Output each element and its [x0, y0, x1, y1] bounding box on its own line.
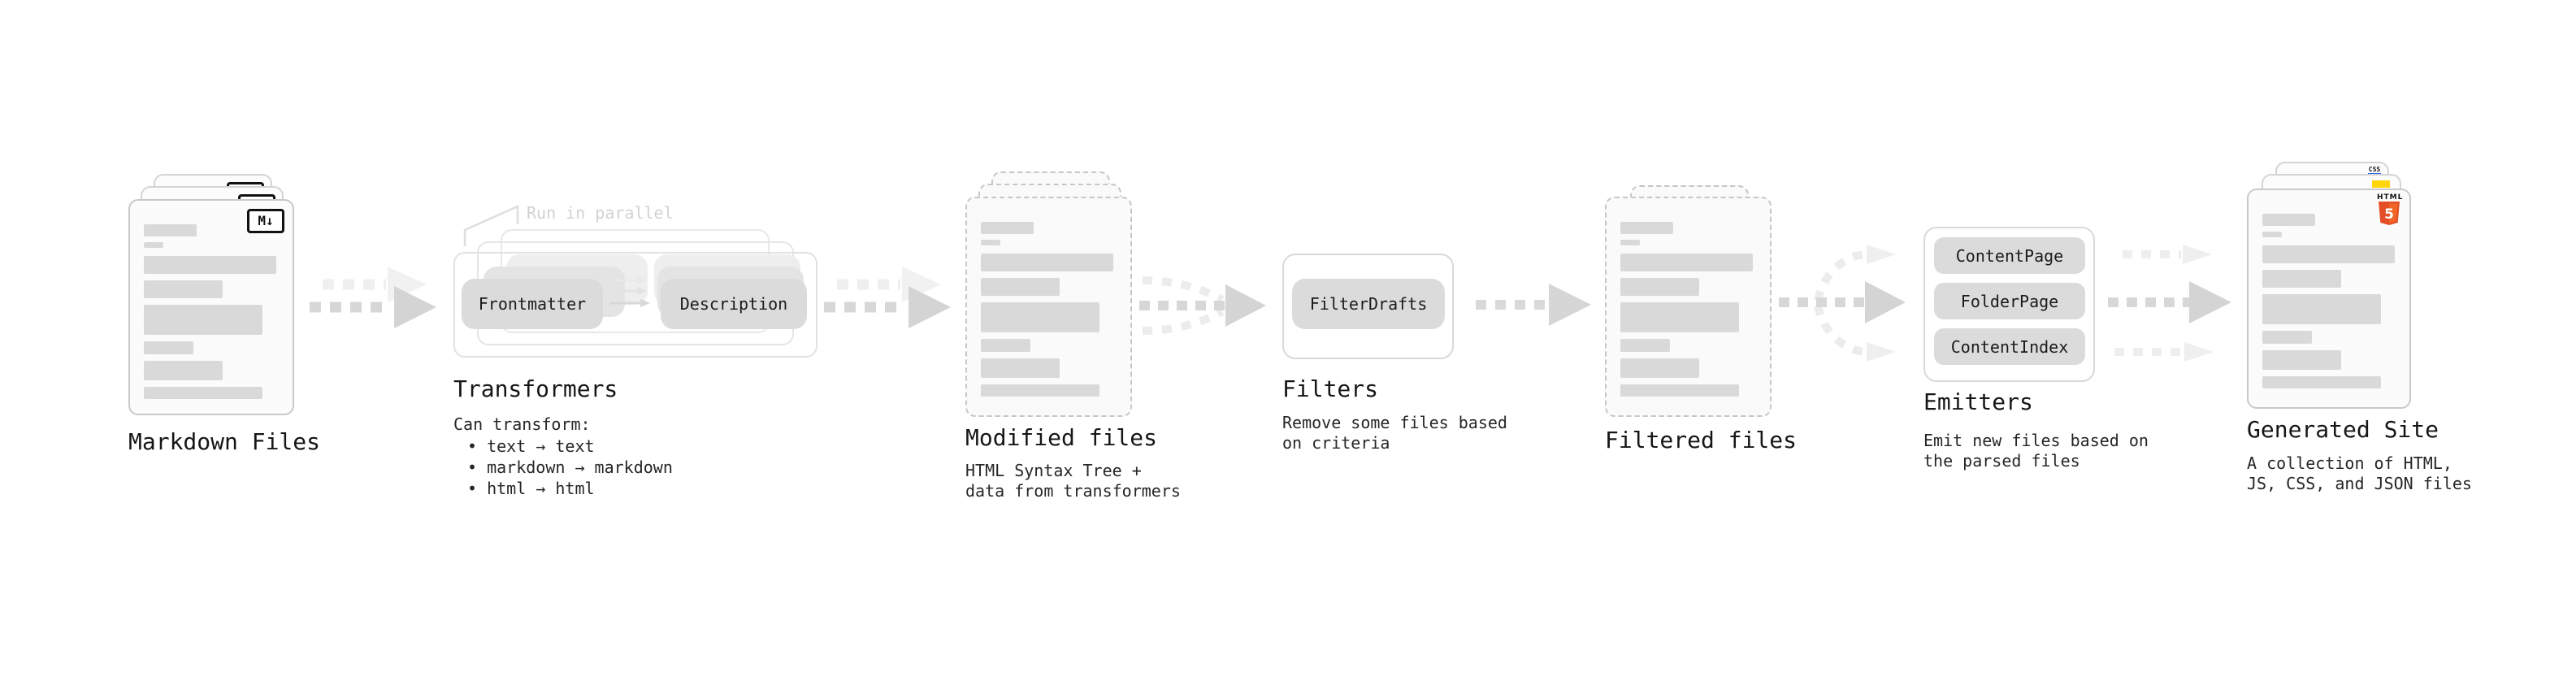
- transformers-bullet: • markdown → markdown: [467, 458, 673, 477]
- document-text-placeholder: [2262, 214, 2315, 226]
- document-text-placeholder: [981, 254, 1113, 271]
- svg-text:5: 5: [2384, 206, 2394, 223]
- document-text-placeholder: [144, 224, 197, 236]
- filters-desc: on criteria: [1282, 433, 1390, 453]
- flow-arrow-triple: [2108, 245, 2231, 362]
- modified-files-desc: data from transformers: [965, 481, 1181, 501]
- document-text-placeholder: [981, 222, 1034, 234]
- document-text-placeholder: [2262, 270, 2341, 288]
- folderpage-pill: FolderPage: [1934, 283, 2085, 319]
- transformers-bullet: • text → text: [467, 436, 595, 456]
- document-text-placeholder: [981, 358, 1060, 378]
- flow-arrow-double: [824, 267, 951, 328]
- document-text-placeholder: [144, 256, 276, 274]
- document-text-placeholder: [144, 242, 163, 248]
- markdown-file-card: M↓: [128, 199, 294, 415]
- run-in-parallel-note: Run in parallel: [527, 203, 674, 223]
- document-text-placeholder: [981, 339, 1030, 352]
- generated-site-label: Generated Site: [2247, 416, 2439, 443]
- document-text-placeholder: [144, 341, 193, 354]
- document-text-placeholder: [2262, 232, 2282, 237]
- document-text-placeholder: [1620, 254, 1753, 271]
- transformers-label: Transformers: [453, 375, 618, 402]
- transform-arrows-icon: [609, 276, 650, 307]
- document-text-placeholder: [2262, 245, 2395, 263]
- generated-site-desc: A collection of HTML,: [2247, 453, 2452, 473]
- document-text-placeholder: [981, 384, 1099, 397]
- document-text-placeholder: [1620, 240, 1640, 245]
- emitters-desc: Emit new files based on: [1923, 431, 2149, 450]
- document-text-placeholder: [981, 302, 1099, 332]
- generated-card-html: HTML 5: [2247, 189, 2411, 409]
- contentpage-pill: ContentPage: [1934, 237, 2085, 274]
- contentindex-pill: ContentIndex: [1934, 328, 2085, 365]
- document-text-placeholder: [144, 387, 262, 399]
- note-leader-line: [463, 205, 519, 246]
- document-text-placeholder: [144, 305, 262, 335]
- flow-arrow-fanout: [1779, 245, 1906, 362]
- description-pill: Description: [661, 279, 807, 329]
- filtered-file-card: [1605, 197, 1772, 417]
- document-text-placeholder: [2262, 350, 2341, 370]
- flow-arrow-converge: [1139, 276, 1266, 335]
- generated-site-desc: JS, CSS, and JSON files: [2247, 474, 2472, 493]
- filters-label: Filters: [1282, 375, 1379, 402]
- document-text-placeholder: [2262, 331, 2312, 344]
- document-text-placeholder: [144, 361, 223, 380]
- emitters-desc: the parsed files: [1923, 451, 2080, 471]
- document-text-placeholder: [981, 278, 1060, 296]
- html5-icon: HTML 5: [2377, 194, 2402, 225]
- frontmatter-pill: Frontmatter: [462, 279, 603, 329]
- document-text-placeholder: [1620, 339, 1670, 352]
- markdown-icon: M↓: [247, 209, 284, 233]
- document-text-placeholder: [1620, 222, 1673, 234]
- filterdrafts-pill: FilterDrafts: [1292, 279, 1445, 329]
- document-text-placeholder: [144, 280, 223, 298]
- filtered-files-label: Filtered files: [1605, 427, 1798, 453]
- flow-arrow-double: [310, 267, 436, 328]
- document-text-placeholder: [2262, 294, 2381, 324]
- document-text-placeholder: [1620, 384, 1739, 397]
- filters-desc: Remove some files based: [1282, 413, 1507, 432]
- parallel-box-front: [453, 252, 817, 358]
- modified-file-card: [965, 197, 1132, 417]
- document-text-placeholder: [1620, 278, 1699, 296]
- document-text-placeholder: [2262, 376, 2381, 388]
- document-text-placeholder: [1620, 358, 1699, 378]
- markdown-files-label: Markdown Files: [128, 428, 321, 455]
- modified-files-label: Modified files: [965, 424, 1158, 451]
- document-text-placeholder: [1620, 302, 1739, 332]
- transformers-desc-title: Can transform:: [453, 414, 591, 434]
- flow-arrow: [1476, 284, 1591, 326]
- emitters-label: Emitters: [1923, 388, 2033, 415]
- modified-files-desc: HTML Syntax Tree +: [965, 461, 1142, 480]
- transformers-bullet: • html → html: [467, 479, 595, 498]
- javascript-icon: [2372, 180, 2390, 188]
- document-text-placeholder: [981, 240, 1000, 245]
